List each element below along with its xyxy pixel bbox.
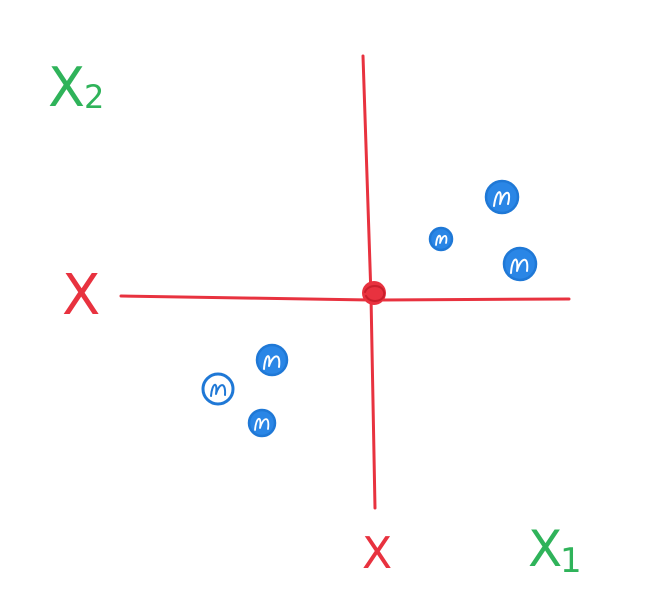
origin-point [362, 281, 386, 305]
x1-label: X 1 [528, 520, 582, 581]
data-point [247, 408, 277, 438]
horizontal-axis-line [119, 294, 571, 302]
vertical-axis-end-mark: X [362, 528, 392, 579]
data-point [255, 343, 289, 377]
data-point [428, 226, 454, 252]
horizontal-axis-end-mark: X [62, 263, 100, 328]
x2-label: X 2 [48, 56, 104, 119]
data-point [502, 246, 538, 282]
data-point [201, 372, 235, 406]
x1-label-main: X [528, 520, 562, 578]
x2-label-subscript: 2 [84, 78, 104, 116]
x2-label-main: X [48, 56, 85, 119]
x1-label-subscript: 1 [560, 541, 582, 581]
data-point [484, 179, 520, 215]
